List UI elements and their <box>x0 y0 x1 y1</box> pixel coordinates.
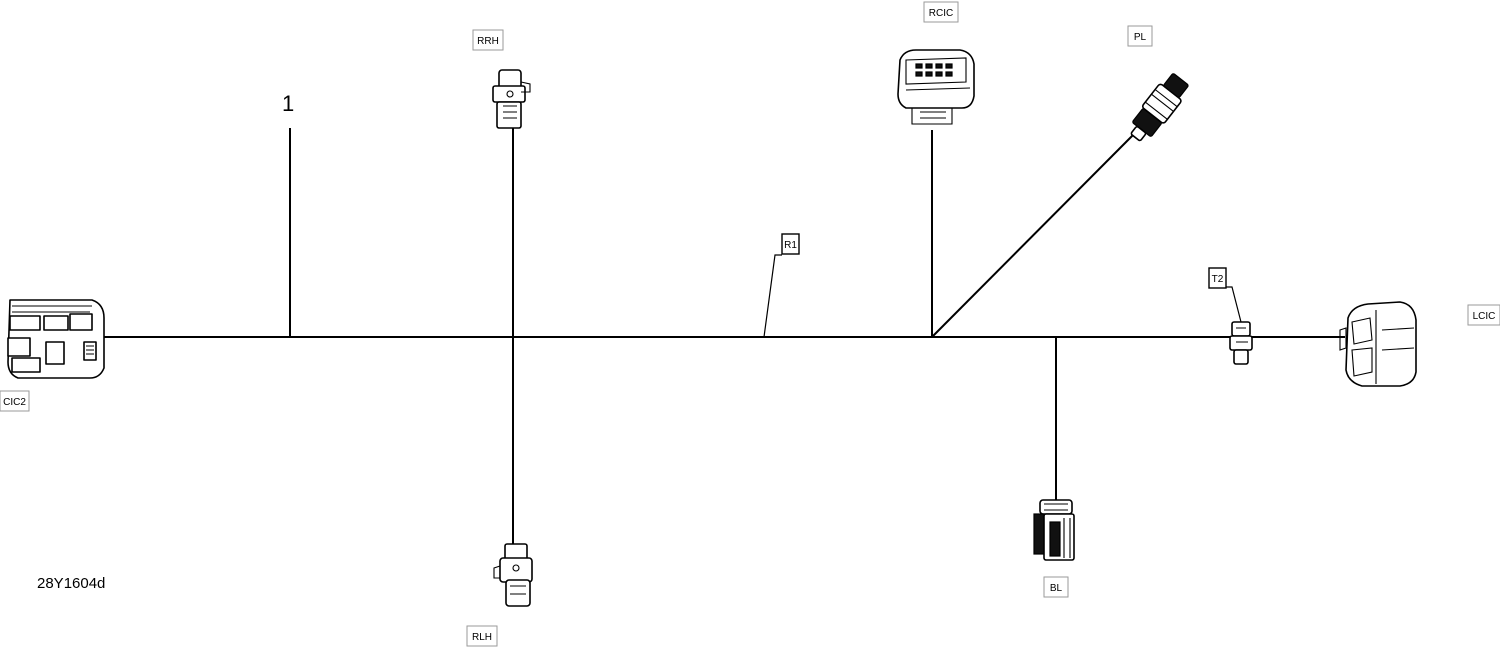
label-leaders <box>763 254 1242 338</box>
rcic-connector <box>897 49 975 125</box>
t2-leader <box>1226 286 1242 323</box>
label-rcic-text: RCIC <box>929 8 953 19</box>
lcic-connector <box>1339 301 1417 387</box>
label-bl-text: BL <box>1050 583 1063 594</box>
pl-branch-wire <box>931 127 1141 338</box>
t2-component <box>1229 321 1253 365</box>
label-pl: PL <box>1127 25 1153 47</box>
label-rlh: RLH <box>466 625 498 647</box>
bl-connector <box>1033 499 1075 561</box>
label-bl: BL <box>1043 576 1069 598</box>
reference-code: 28Y1604d <box>37 575 105 592</box>
r1-leader <box>763 254 782 338</box>
label-cic2: CIC2 <box>0 390 30 412</box>
pl-connector <box>1130 73 1189 142</box>
label-lcic-text: LCIC <box>1473 311 1496 322</box>
label-lcic: LCIC <box>1467 304 1500 326</box>
label-r1: R1 <box>781 233 800 255</box>
label-r1-text: R1 <box>784 240 797 251</box>
label-rrh-text: RRH <box>477 36 499 47</box>
label-rlh-text: RLH <box>472 632 492 643</box>
callout-number: 1 <box>282 91 294 116</box>
rrh-connector <box>492 69 531 129</box>
label-rrh: RRH <box>472 29 504 51</box>
rlh-connector <box>493 543 533 607</box>
label-cic2-text: CIC2 <box>3 397 26 408</box>
label-rcic: RCIC <box>923 1 959 23</box>
harness-wires <box>104 127 1345 548</box>
label-pl-text: PL <box>1134 32 1147 43</box>
label-t2-text: T2 <box>1212 274 1224 285</box>
cic2-connector <box>7 299 105 379</box>
label-t2: T2 <box>1208 267 1227 289</box>
